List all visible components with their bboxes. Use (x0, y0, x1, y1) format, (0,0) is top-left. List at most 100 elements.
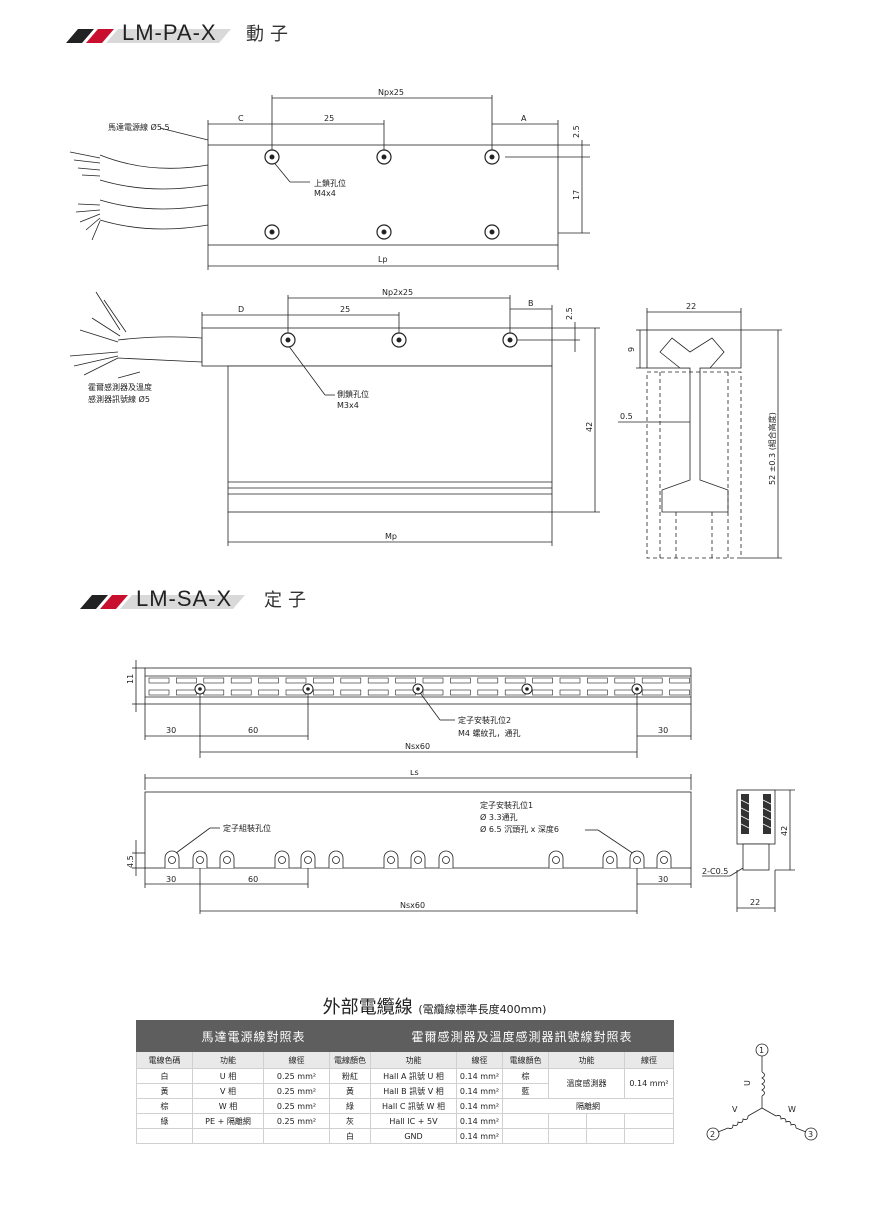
cable-title-sub: (電纜線標準長度400mm) (418, 1003, 547, 1016)
stator-tooth (148, 689, 170, 696)
mount-hole-center (525, 687, 529, 691)
dim-17: 17 (572, 190, 581, 200)
dim-nsx: Nsx60 (405, 742, 430, 751)
power-gauge: 0.25 mm² (263, 1083, 330, 1099)
assembly-hole-inner (304, 856, 312, 864)
assembly-hole-inner (278, 856, 286, 864)
power-gauge: 0.25 mm² (263, 1098, 330, 1114)
power-gauge: 0.25 mm² (263, 1068, 330, 1084)
hall-color: 白 (329, 1128, 371, 1144)
hall-function: Hall A 訊號 U 相 (370, 1068, 457, 1084)
stator-tooth (477, 689, 499, 696)
col-function: 功能 (192, 1051, 264, 1069)
col-gauge: 線徑 (624, 1051, 674, 1069)
dim-c: C (238, 114, 244, 123)
dim-42: 42 (585, 422, 594, 432)
stator-tooth (587, 689, 608, 696)
col-color-code: 電線色碼 (136, 1051, 193, 1069)
section-code: LM-PA-X (122, 20, 217, 45)
dim-25: 25 (340, 305, 350, 314)
dim-np2: Np2x25 (382, 288, 413, 297)
stator-tooth (367, 689, 389, 696)
stator-tooth (203, 689, 225, 696)
stator-tooth (587, 677, 608, 684)
dim-ls: Ls (410, 770, 419, 777)
dim-25-right: 2.5 (572, 125, 581, 138)
dim-42: 42 (780, 826, 789, 836)
col-color: 電線顏色 (329, 1051, 371, 1069)
empty-cell (624, 1128, 674, 1144)
mover-side-drawing: Np2x25 D 25 B 2.5 42 Mp 霍爾感測器及溫度 感測器訊號線 … (69, 288, 600, 546)
hall-color: 灰 (329, 1113, 371, 1129)
header-stripe-icon (80, 595, 245, 609)
assembly-hole-inner (168, 856, 176, 864)
assembly-hole-inner (414, 856, 422, 864)
power-function: PE + 隔離網 (192, 1113, 264, 1129)
section-name: 動子 (246, 24, 294, 45)
stator-tooth (285, 677, 307, 684)
stator-tooth (532, 689, 553, 696)
stator-tooth (203, 677, 225, 684)
winding-diagram: U V W 1 2 3 (706, 1043, 818, 1141)
hall-gauge: 0.14 mm² (456, 1083, 503, 1099)
empty-cell (548, 1113, 587, 1129)
col-color: 電線顏色 (502, 1051, 549, 1069)
stator-tooth (450, 689, 471, 696)
dim-45: 4.5 (126, 855, 135, 868)
cable-table-title: 外部電纜線 (電纜線標準長度400mm) (0, 993, 869, 1019)
hall-gauge: 0.14 mm² (456, 1068, 503, 1084)
empty-cell (263, 1128, 330, 1144)
stator-tooth (340, 677, 362, 684)
hole-label: 側鎖孔位 (337, 389, 369, 399)
assembly-hole-inner (606, 856, 614, 864)
stator-tooth (395, 689, 416, 696)
stator-tooth (669, 677, 690, 684)
mount-hole-center (306, 687, 310, 691)
assembly-hole-inner (552, 856, 560, 864)
phase-v-label: V (732, 1105, 738, 1114)
cable-label-1: 霍爾感測器及溫度 (88, 382, 152, 392)
stator-tooth (395, 677, 416, 684)
hall-function: GND (370, 1128, 457, 1144)
empty-cell (586, 1113, 625, 1129)
hall-color: 粉紅 (329, 1068, 371, 1084)
assembly-hole-inner (196, 856, 204, 864)
stator-tooth (230, 677, 252, 684)
power-color: 綠 (136, 1113, 193, 1129)
stator-tooth (340, 689, 362, 696)
stator-tooth (641, 689, 663, 696)
phase-u-label: U (743, 1080, 752, 1086)
section-name: 定子 (264, 590, 312, 611)
empty-cell (548, 1128, 587, 1144)
mount-hole-center (416, 687, 420, 691)
empty-cell (502, 1113, 549, 1129)
stator-tooth (559, 689, 581, 696)
power-table-header: 馬達電源線對照表 (136, 1020, 371, 1052)
dim-30-left: 30 (166, 726, 176, 735)
mover-top-drawing: Npx25 C 25 A Lp 馬達電源線 Ø5.5 上鎖孔位 M4x4 2.5… (69, 88, 590, 270)
dim-25: 25 (324, 114, 334, 123)
hall-color: 黃 (329, 1083, 371, 1099)
dim-d: D (238, 305, 244, 314)
power-function: V 相 (192, 1083, 264, 1099)
assembly-hole-inner (660, 856, 668, 864)
stator-side-drawing: Ls 4.5 30 60 30 Nsx60 定子組裝孔位 定子安裝孔位1 Ø 3… (126, 770, 692, 914)
hole-label: 上鎖孔位 (314, 178, 346, 188)
assembly-hole-inner (332, 856, 340, 864)
power-gauge: 0.25 mm² (263, 1113, 330, 1129)
dim-mp: Mp (385, 532, 397, 541)
signal-table-header: 霍爾感測器及溫度感測器訊號線對照表 (370, 1020, 674, 1052)
empty-cell (502, 1128, 549, 1144)
power-function: W 相 (192, 1098, 264, 1114)
hall-gauge: 0.14 mm² (456, 1113, 503, 1129)
hall-function: Hall IC + 5V (370, 1113, 457, 1129)
temp-color: 棕 (502, 1068, 549, 1084)
dim-60: 60 (248, 726, 258, 735)
col-gauge: 線徑 (456, 1051, 503, 1069)
section-header-mover: LM-PA-X 動子 (66, 20, 366, 46)
empty-cell (586, 1128, 625, 1144)
stator-tooth (313, 689, 334, 696)
dim-11: 11 (126, 674, 135, 684)
stator-tooth (313, 677, 334, 684)
stator-tooth (367, 677, 389, 684)
